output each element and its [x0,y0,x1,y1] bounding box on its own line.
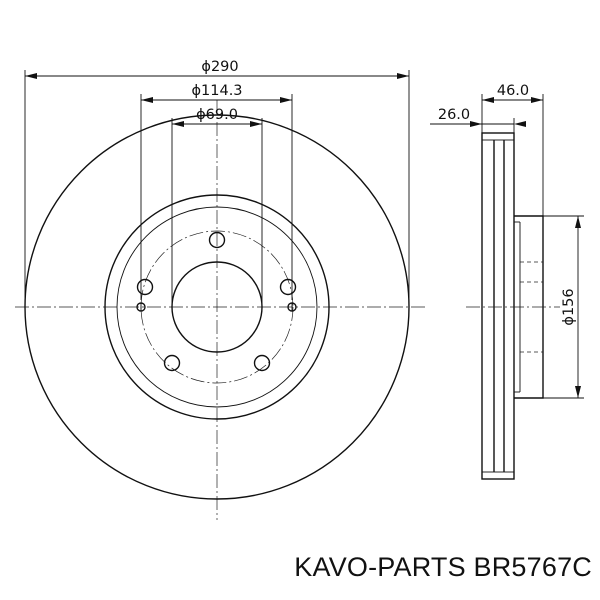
product-caption: KAVO-PARTS BR5767C [294,552,592,582]
disc-outer-profile [481,132,515,480]
label-total-height: 46.0 [497,83,529,99]
label-hat-diameter: ϕ156 [561,288,577,325]
arrowhead [25,73,37,79]
arrowhead [482,97,494,103]
bolt-hole [208,231,226,249]
bolt-hole [163,354,181,372]
arrowhead [531,97,543,103]
arrowhead [172,121,184,127]
arrowhead [141,97,153,103]
arrowhead [514,121,526,127]
arrowhead [575,216,581,228]
arrowhead [280,97,292,103]
arrowhead [250,121,262,127]
hat-inner-circle [116,206,318,408]
arrowhead [470,121,482,127]
bolt-hole [253,354,271,372]
hat-outer-circle [104,194,330,420]
label-outer-diameter: ϕ290 [201,59,238,75]
bolt-hole [279,278,297,296]
front-dimensions: ϕ290 ϕ114.3 ϕ69.0 [24,59,410,307]
front-view [15,100,425,520]
side-view [466,132,560,480]
arrowhead [397,73,409,79]
bolt-hole [136,278,154,296]
label-disc-thickness: 26.0 [438,107,470,123]
label-bolt-circle: ϕ114.3 [191,83,242,99]
side-dimensions: 46.0 26.0 ϕ156 [430,83,584,399]
label-center-bore: ϕ69.0 [196,107,238,123]
arrowhead [575,386,581,398]
